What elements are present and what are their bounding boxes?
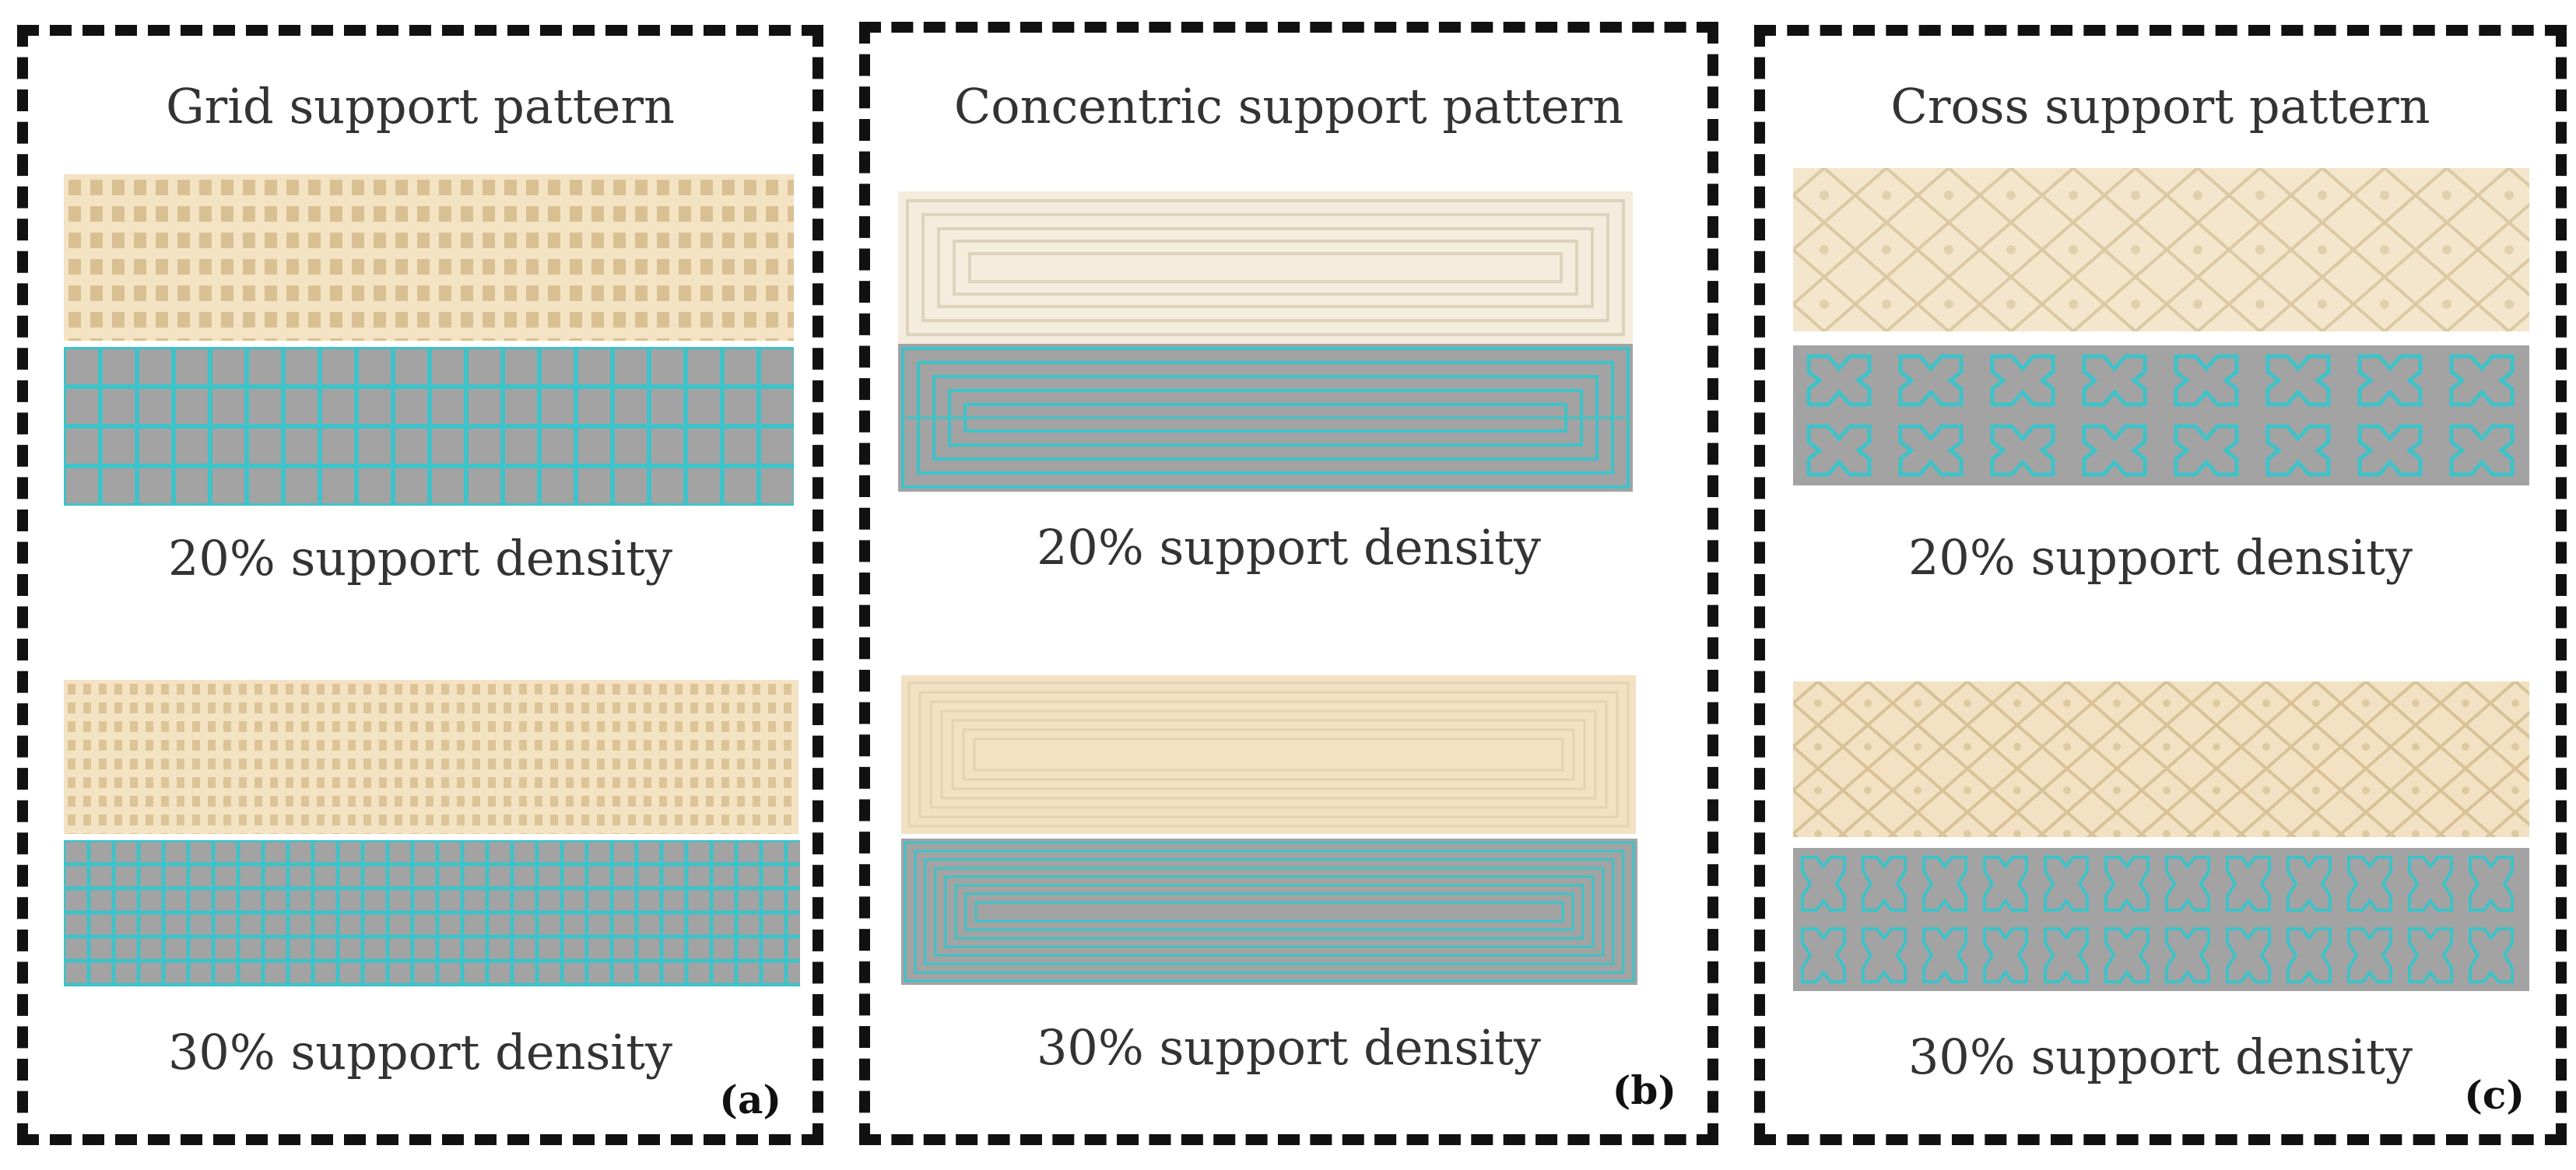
panel-tag: (a)	[719, 1077, 781, 1123]
grid-toolpath	[64, 347, 794, 506]
concentric-texture	[906, 199, 1625, 336]
panel-title: Grid support pattern	[166, 78, 675, 135]
density-label-20: 20% support density	[167, 530, 673, 587]
density-label-30: 30% support density	[1036, 1019, 1542, 1076]
concentric-toolpath	[904, 841, 1635, 983]
panel-title: Concentric support pattern	[953, 78, 1624, 135]
panel-cross: Cross support pattern 20% support densit…	[1754, 25, 2567, 1145]
panel-grid: Grid support pattern 20% support density	[17, 25, 823, 1145]
panel-concentric: Concentric support pattern	[859, 22, 1718, 1145]
density-label-30: 30% support density	[167, 1024, 673, 1081]
printed-sample-photo	[1793, 681, 2529, 837]
panel-title: Cross support pattern	[1890, 78, 2430, 135]
toolpath-preview	[901, 839, 1637, 985]
toolpath-preview	[898, 344, 1633, 492]
concentric-toolpath	[901, 347, 1630, 489]
panel-tag: (c)	[2464, 1072, 2525, 1118]
density-label-30: 30% support density	[1907, 1028, 2413, 1085]
cross-texture	[1793, 168, 2529, 331]
toolpath-preview	[1793, 345, 2529, 485]
density-label-20: 20% support density	[1036, 519, 1542, 576]
concentric-texture	[907, 681, 1630, 828]
toolpath-preview	[64, 840, 800, 986]
cross-toolpath	[1793, 848, 2529, 991]
toolpath-preview	[64, 347, 794, 506]
cross-toolpath	[1793, 345, 2529, 485]
toolpath-preview	[1793, 848, 2529, 991]
grid-texture	[64, 174, 794, 341]
cross-texture	[1793, 681, 2529, 837]
printed-sample-photo	[898, 191, 1633, 344]
grid-toolpath	[64, 840, 800, 986]
printed-sample-photo	[64, 680, 798, 834]
printed-sample-photo	[1793, 168, 2529, 331]
printed-sample-photo	[64, 174, 794, 341]
grid-texture	[64, 680, 798, 834]
density-label-20: 20% support density	[1907, 529, 2413, 586]
printed-sample-photo	[901, 675, 1636, 834]
panel-tag: (b)	[1612, 1067, 1676, 1113]
